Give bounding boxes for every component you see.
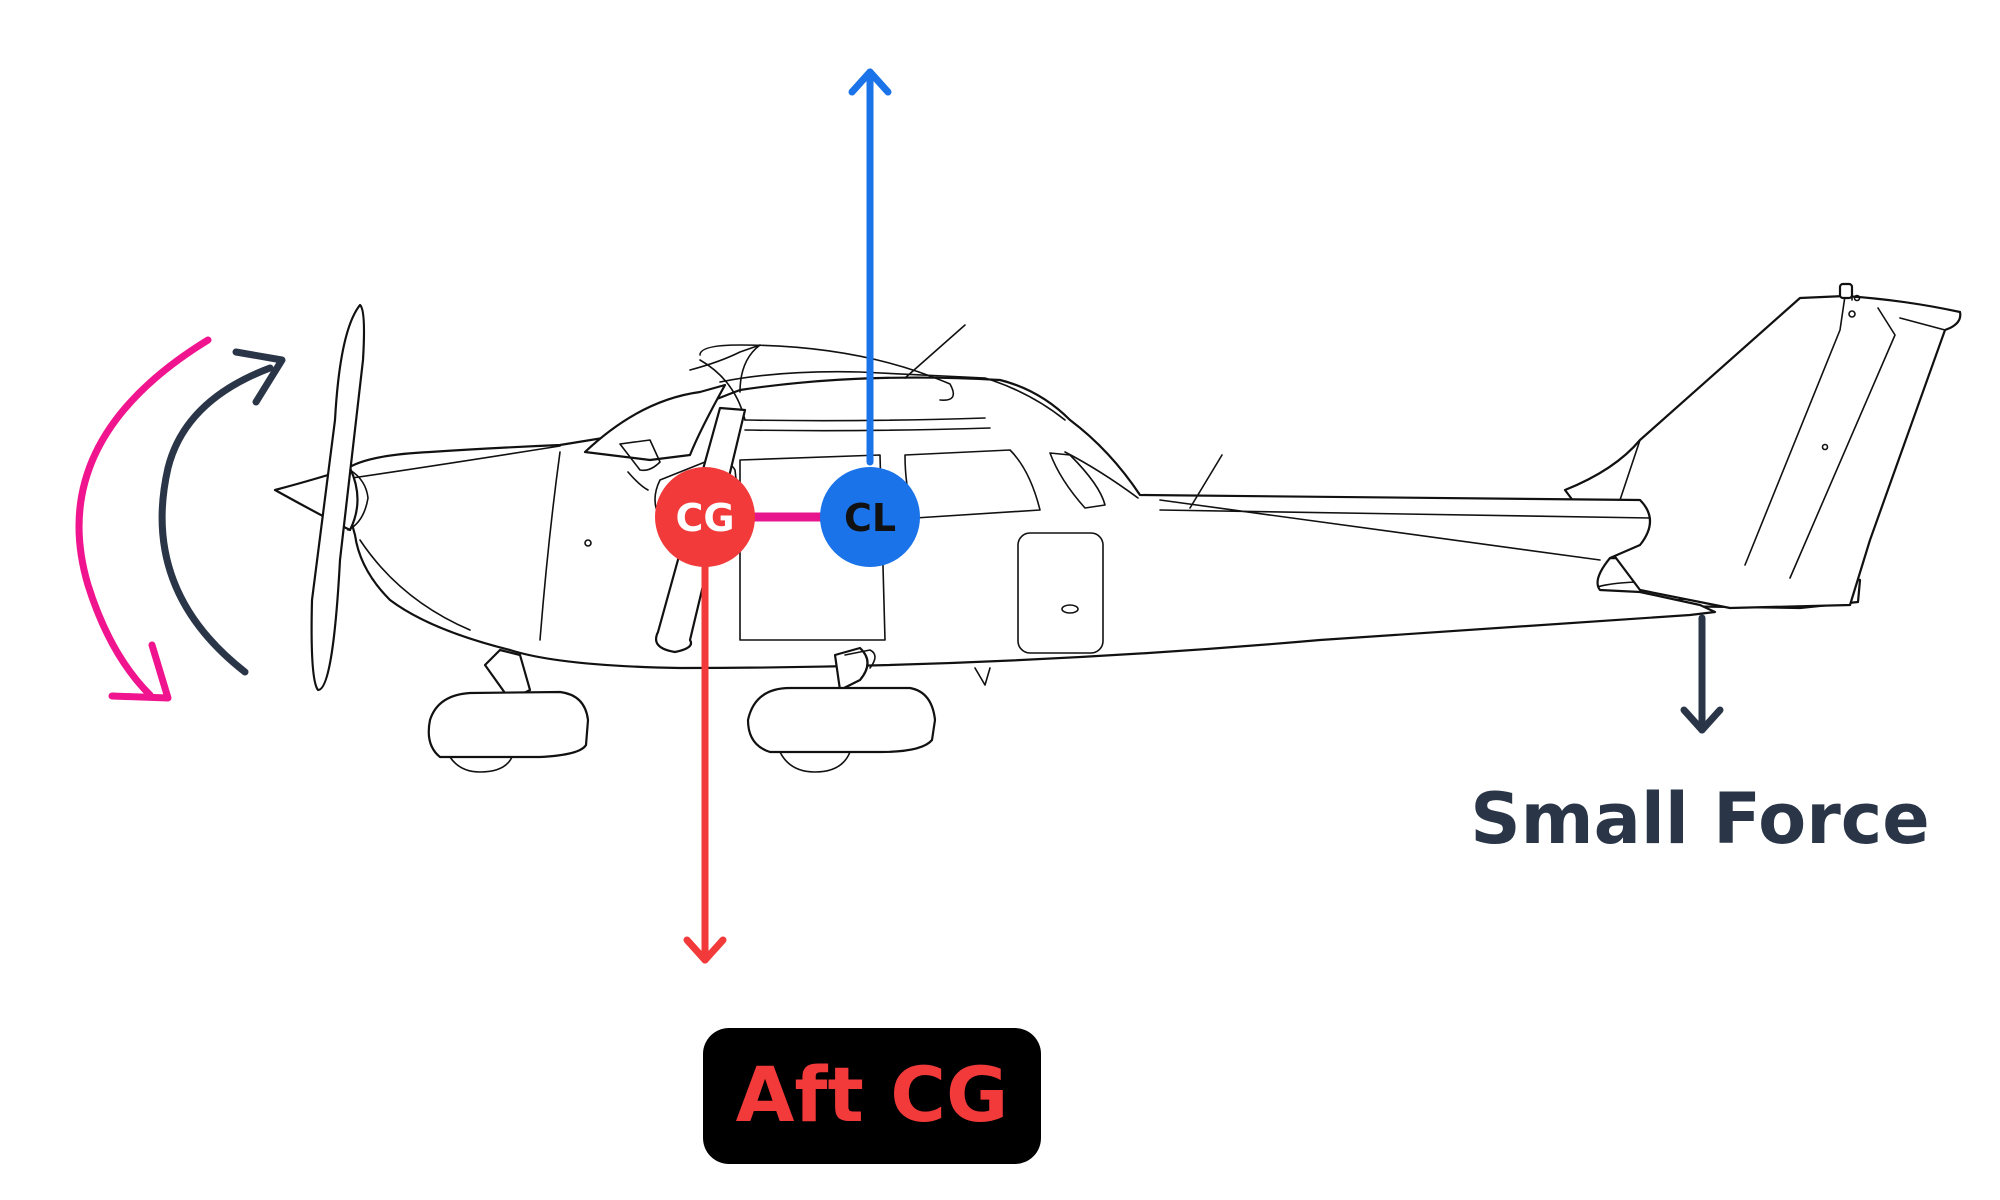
windshield xyxy=(583,383,727,462)
main-gear-leg xyxy=(833,646,869,692)
cg-label: CG xyxy=(675,496,734,540)
arrow-up-icon xyxy=(848,68,892,466)
cg-position-label: Aft CG xyxy=(736,1050,1009,1139)
main-wheel-fairing xyxy=(746,686,937,754)
airplane-illustration xyxy=(273,282,1962,773)
curved-arrow-up-icon xyxy=(158,348,286,676)
vertical-fin xyxy=(1563,294,1962,610)
arrow-down-icon xyxy=(683,563,727,964)
cg-position-badge: Aft CG xyxy=(703,1028,1041,1164)
cl-label: CL xyxy=(844,496,896,540)
cg-marker: CG xyxy=(655,467,755,567)
tail-force-label: Small Force xyxy=(1470,778,1930,860)
cl-marker: CL xyxy=(820,467,920,567)
curved-arrow-down-icon xyxy=(75,336,212,702)
tail-force-arrow-icon xyxy=(1680,614,1724,734)
propeller xyxy=(310,303,366,692)
nose-wheel-fairing xyxy=(427,690,590,759)
